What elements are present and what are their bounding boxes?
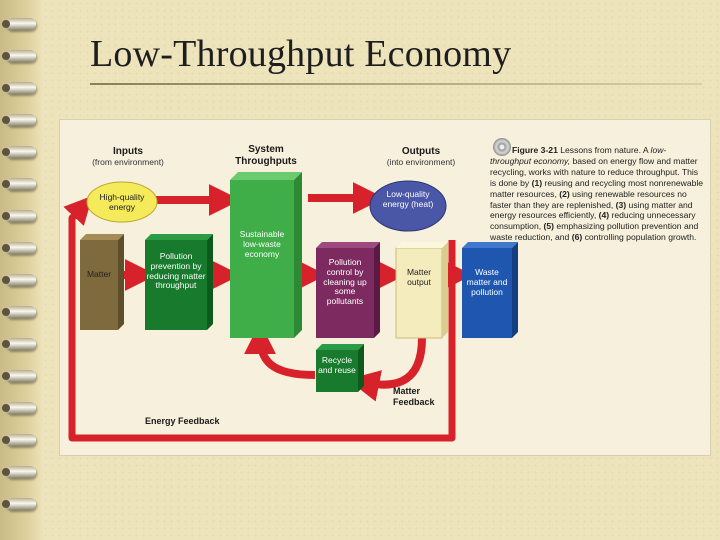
waste-matter-label: Waste matter and pollution — [466, 267, 508, 297]
caption-body-6: emphasizing pollution prevention and was… — [490, 221, 699, 243]
throughput-diagram: Inputs (from environment) System Through… — [60, 120, 710, 455]
figure-label: Figure 3-21 — [512, 145, 558, 155]
spiral-binding — [0, 0, 44, 540]
energy-feedback-arrow — [63, 195, 456, 442]
sustainable-economy-shape — [230, 180, 294, 338]
low-quality-energy-shape — [369, 180, 447, 232]
binding-ring — [2, 338, 36, 350]
caption-term: low-throughput economy, — [490, 145, 667, 166]
binding-ring — [2, 178, 36, 190]
caption-number-1: (1) — [531, 177, 543, 188]
pollution-control-shape — [316, 248, 374, 338]
caption-body-4: using matter and energy resources effici… — [490, 199, 693, 221]
binding-ring — [2, 114, 36, 126]
caption-body-1: based on energy flow and matter recyclin… — [490, 155, 699, 188]
caption-body-2: reusing and recycling most nonrenewable … — [490, 177, 704, 199]
outputs-title: Outputs — [401, 146, 441, 157]
matter-label: Matter — [86, 269, 112, 279]
binding-ring — [2, 50, 36, 62]
diagram-graphics — [63, 172, 518, 442]
caption-body-5: reducing unnecessary consumption, — [490, 210, 696, 232]
caption-body-7: controlling population growth. — [582, 232, 697, 243]
matter-output-label: Matter output — [406, 267, 432, 287]
binding-ring — [2, 466, 36, 478]
caption-body-3: using renewable resources no faster than… — [490, 188, 687, 210]
binding-ring — [2, 402, 36, 414]
caption-number-5: (5) — [543, 221, 555, 232]
binding-ring — [2, 306, 36, 318]
binding-ring — [2, 434, 36, 446]
title-underline — [90, 83, 702, 85]
binding-ring — [2, 274, 36, 286]
system-subtitle: Throughputs — [235, 155, 297, 167]
pollution-prevention-label: Pollution prevention by reducing matter … — [146, 251, 206, 291]
caption-number-2: (2) — [559, 188, 570, 199]
binding-ring — [2, 498, 36, 510]
high-quality-energy-shape — [86, 181, 158, 223]
high-quality-energy-label: High-quality energy — [99, 192, 145, 212]
cd-icon — [493, 138, 511, 156]
inputs-subtitle: (from environment) — [92, 156, 164, 167]
caption-number-3: (3) — [615, 199, 627, 210]
waste-matter-shape — [462, 248, 512, 338]
binding-ring — [2, 18, 36, 30]
matter-feedback-label: Matter Feedback — [393, 386, 435, 407]
matter-box-shape — [80, 240, 118, 330]
inputs-title: Inputs — [113, 146, 143, 157]
binding-ring — [2, 210, 36, 222]
caption-number-4: (4) — [598, 210, 610, 221]
sustainable-economy-label: Sustainable low-waste economy — [239, 229, 285, 259]
binding-ring — [2, 242, 36, 254]
recycle-label: Recycle and reuse — [318, 355, 356, 375]
matter-output-shape — [395, 247, 443, 339]
system-title: System — [248, 144, 284, 155]
pollution-prevention-shape — [145, 240, 207, 330]
binding-ring — [2, 146, 36, 158]
inputs-header: Inputs (from environment) — [82, 146, 174, 167]
slide-title: Low-Throughput Economy — [90, 33, 512, 75]
binding-ring — [2, 370, 36, 382]
binding-ring — [2, 82, 36, 94]
caption-intro: Lessons from nature. A — [557, 145, 651, 155]
outputs-subtitle: (into environment) — [386, 156, 456, 167]
recycle-box-shape — [316, 350, 358, 392]
figure-caption: Figure 3-21 Lessons from nature. A low-t… — [490, 145, 705, 243]
energy-feedback-label: Energy Feedback — [145, 416, 220, 426]
pollution-control-label: Pollution control by cleaning up some po… — [323, 257, 367, 307]
system-header: System Throughputs — [230, 144, 302, 167]
low-quality-energy-label: Low-quality energy (heat) — [382, 189, 434, 209]
outputs-header: Outputs (into environment) — [372, 146, 470, 167]
matter-feedback-arrow — [347, 337, 426, 402]
caption-number-6: (6) — [571, 232, 583, 243]
recycle-return-arrow — [244, 322, 316, 379]
